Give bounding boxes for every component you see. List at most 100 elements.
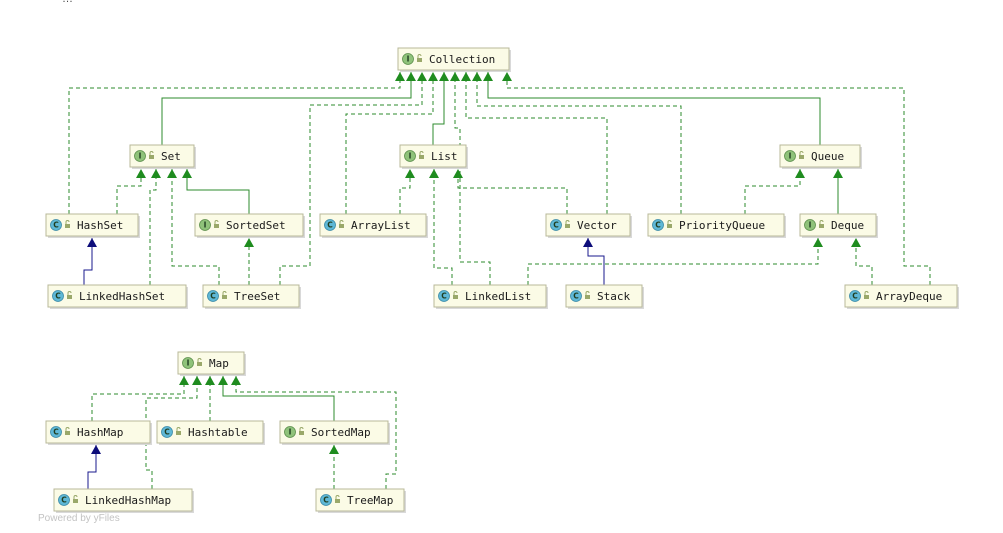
interface-icon <box>199 219 211 231</box>
kind-letter: C <box>55 292 61 301</box>
edge-hashset-set <box>116 169 146 214</box>
public-visibility-icon <box>73 495 78 503</box>
arrowhead <box>218 376 228 385</box>
edge-treemap-map <box>231 376 397 489</box>
kind-letter: C <box>53 428 59 437</box>
node-hashset[interactable]: C HashSet <box>45 213 140 238</box>
edge-arraydeque-deque <box>851 238 873 285</box>
edge-linkedhashmap-map <box>145 376 202 489</box>
kind-letter: C <box>573 292 579 301</box>
public-visibility-icon <box>417 54 422 62</box>
edge-linkedhashmap-hashmap <box>87 445 101 489</box>
node-label: Queue <box>811 150 844 163</box>
node-queue[interactable]: I Queue <box>779 144 862 169</box>
kind-letter: C <box>852 292 858 301</box>
node-label: Deque <box>831 219 864 232</box>
node-stack[interactable]: C Stack <box>565 284 644 309</box>
interface-icon <box>404 150 416 162</box>
class-icon <box>207 290 219 302</box>
class-icon <box>849 290 861 302</box>
public-visibility-icon <box>864 291 869 299</box>
public-visibility-icon <box>299 427 304 435</box>
arrowhead <box>179 376 189 385</box>
public-visibility-icon <box>453 291 458 299</box>
kind-letter: C <box>655 221 661 230</box>
arrowhead <box>502 72 512 81</box>
arrowhead <box>453 169 463 178</box>
arrowhead <box>429 169 439 178</box>
public-visibility-icon <box>565 220 570 228</box>
edge-set-collection <box>161 72 416 145</box>
arrowhead <box>483 72 493 81</box>
edge-linkedhashset-set <box>149 169 161 285</box>
arrowhead <box>795 169 805 178</box>
public-visibility-icon <box>585 291 590 299</box>
arrowhead <box>450 72 460 81</box>
class-icon <box>320 494 332 506</box>
node-label: LinkedList <box>465 290 531 303</box>
arrowhead <box>182 169 192 178</box>
arrowhead <box>87 238 97 247</box>
arrowhead <box>439 72 449 81</box>
class-icon <box>652 219 664 231</box>
arrowhead <box>833 169 843 178</box>
kind-letter: C <box>164 428 170 437</box>
arrowhead <box>205 376 215 385</box>
arrowhead <box>136 169 146 178</box>
kind-letter: I <box>289 428 292 437</box>
public-visibility-icon <box>67 291 72 299</box>
node-label: Collection <box>429 53 495 66</box>
interface-icon <box>784 150 796 162</box>
public-visibility-icon <box>149 151 154 159</box>
edge-arraylist-collection <box>345 72 438 214</box>
interface-icon <box>182 357 194 369</box>
kind-letter: I <box>789 152 792 161</box>
node-label: ArrayList <box>351 219 411 232</box>
edge-priorityqueue-queue <box>744 169 805 214</box>
node-label: HashSet <box>77 219 123 232</box>
arrowhead <box>192 376 202 385</box>
edge-stack-vector <box>583 238 605 285</box>
edge-vector-collection <box>461 72 608 214</box>
public-visibility-icon <box>197 358 202 366</box>
interface-icon <box>804 219 816 231</box>
node-label: Stack <box>597 290 630 303</box>
cropped-caption: … <box>62 0 73 5</box>
node-label: Map <box>209 357 229 370</box>
arrowhead <box>91 445 101 454</box>
edge-treemap-sortedmap <box>329 445 339 489</box>
kind-letter: I <box>409 152 412 161</box>
edge-sortedmap-map <box>218 376 335 421</box>
class-icon <box>50 219 62 231</box>
public-visibility-icon <box>335 495 340 503</box>
class-icon <box>161 426 173 438</box>
node-label: TreeMap <box>347 494 393 507</box>
kind-letter: C <box>53 221 59 230</box>
arrowhead <box>406 72 416 81</box>
class-icon <box>52 290 64 302</box>
public-visibility-icon <box>65 220 70 228</box>
interface-icon <box>402 53 414 65</box>
arrowhead <box>231 376 241 385</box>
public-visibility-icon <box>65 427 70 435</box>
